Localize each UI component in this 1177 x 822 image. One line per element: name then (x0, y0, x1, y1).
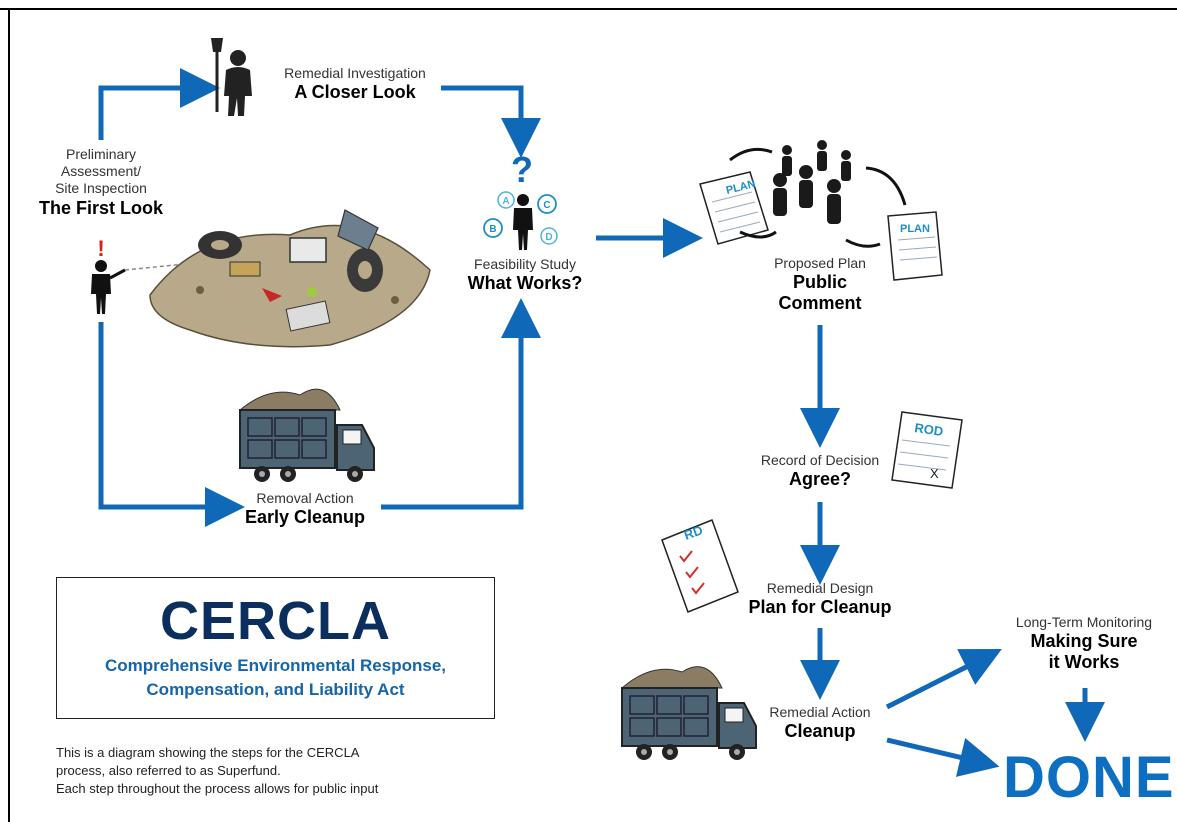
waste-site-illustration (149, 209, 431, 348)
record-of-decision-subtitle: Record of Decision (760, 452, 880, 468)
record-of-decision-label: Record of Decision Agree? (740, 452, 900, 490)
preliminary-line3: Site Inspection (55, 179, 147, 196)
crowd-flow-arrows (729, 147, 907, 248)
preliminary-line2: Assessment/ (60, 162, 142, 179)
cercla-title: CERCLA (160, 591, 391, 651)
first-look-title: The First Look (38, 198, 163, 219)
svg-text:D: D (545, 232, 552, 243)
arrow-action-to-monitoring (885, 648, 1002, 710)
preliminary-assessment-label: Preliminary Assessment/ Site Inspection … (30, 146, 172, 220)
rod-document-icon: ROD X (891, 411, 963, 489)
making-sure-title-line1: Making Sure (1030, 630, 1138, 651)
dump-truck-early-icon (238, 388, 375, 482)
remedial-action-label: Remedial Action Cleanup (752, 704, 888, 742)
plan-document-left-icon: PLAN (699, 171, 769, 245)
alert-icon: ! (97, 236, 104, 261)
arrow-first-look-to-investigation (98, 68, 220, 140)
cercla-subtitle-line1: Comprehensive Environmental Response, (104, 656, 447, 675)
removal-action-label: Removal Action Early Cleanup (225, 490, 385, 528)
remedial-investigation-subtitle: Remedial Investigation (284, 65, 426, 81)
option-a-badge: A (497, 191, 515, 209)
proposed-plan-subtitle: Proposed Plan (774, 255, 866, 271)
arrow-action-to-done (886, 737, 1000, 777)
feasibility-study-subtitle: Feasibility Study (474, 256, 576, 272)
public-comment-title-line1: Public (792, 271, 847, 292)
remedial-design-subtitle: Remedial Design (766, 580, 874, 596)
svg-text:ROD: ROD (914, 420, 945, 439)
public-comment-title-line2: Comment (778, 293, 862, 314)
rd-document-icon: RD (661, 519, 739, 613)
crowd-icon (773, 140, 851, 224)
what-works-title: What Works? (467, 272, 583, 293)
description-line1: This is a diagram showing the steps for … (56, 745, 360, 760)
arrow-investigation-to-feasibility (441, 85, 541, 158)
frame-left-border (8, 8, 10, 822)
cercla-subtitle-line2: Compensation, and Liability Act (146, 680, 405, 699)
plan-document-right-icon: PLAN (887, 211, 943, 281)
feasibility-study-label: Feasibility Study What Works? (455, 256, 595, 294)
cercla-box: CERCLA Comprehensive Environmental Respo… (56, 577, 495, 719)
dump-truck-cleanup-icon (620, 666, 757, 760)
done-label: DONE (1003, 745, 1175, 810)
option-b-badge: B (483, 218, 503, 238)
cleanup-title: Cleanup (784, 720, 856, 741)
remedial-investigation-label: Remedial Investigation A Closer Look (262, 65, 448, 103)
description-text: This is a diagram showing the steps for … (56, 744, 516, 799)
proposed-plan-label: Proposed Plan Public Comment (755, 255, 885, 315)
early-cleanup-title: Early Cleanup (244, 506, 366, 527)
worker-shovel-icon (211, 38, 252, 116)
option-d-badge: D (540, 227, 558, 245)
svg-text:B: B (489, 224, 496, 235)
preliminary-line1: Preliminary (65, 146, 136, 162)
remedial-action-subtitle: Remedial Action (769, 704, 871, 720)
svg-text:A: A (502, 196, 509, 207)
agree-title: Agree? (788, 468, 851, 489)
svg-text:X: X (930, 466, 939, 481)
arrow-first-look-to-removal (98, 322, 245, 527)
plan-for-cleanup-title: Plan for Cleanup (748, 596, 892, 617)
option-c-badge: C (537, 194, 557, 214)
arrow-removal-to-feasibility (381, 298, 541, 510)
svg-text:RD: RD (682, 522, 705, 543)
removal-action-subtitle: Removal Action (256, 490, 354, 506)
question-icon: ? (511, 149, 533, 190)
frame-top-border (0, 8, 1177, 10)
description-line3: Each step throughout the process allows … (56, 781, 379, 797)
description-line2: process, also referred to as Superfund. (56, 763, 281, 779)
svg-text:PLAN: PLAN (900, 223, 930, 235)
making-sure-title-line2: it Works (1048, 652, 1120, 673)
long-term-monitoring-label: Long-Term Monitoring Making Sure it Work… (994, 614, 1174, 674)
long-term-monitoring-subtitle: Long-Term Monitoring (1015, 614, 1153, 630)
feasibility-person-icon: ? (511, 149, 533, 250)
svg-text:C: C (543, 200, 550, 211)
closer-look-title: A Closer Look (294, 81, 416, 102)
remedial-design-label: Remedial Design Plan for Cleanup (732, 580, 908, 618)
